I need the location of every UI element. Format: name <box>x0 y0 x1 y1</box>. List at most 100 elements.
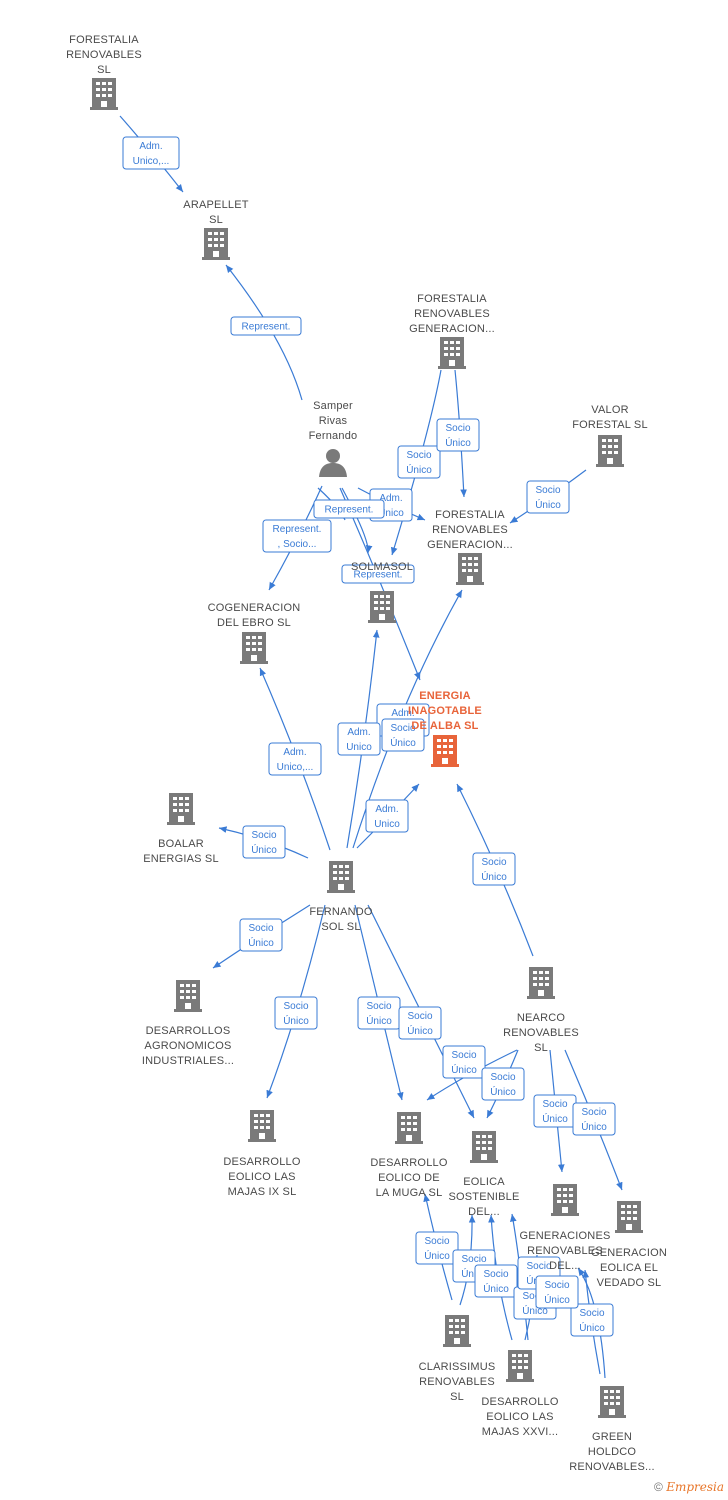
edge-line <box>341 487 373 554</box>
edge-label-text: Socio <box>526 1261 551 1272</box>
edge-label-text: Socio <box>490 1072 515 1083</box>
edge-label-box <box>381 718 425 752</box>
edge-label[interactable]: Adm. Unico,... <box>268 742 322 776</box>
edge-label-box <box>122 136 180 170</box>
node-label: SOLMASOL <box>351 561 413 573</box>
node-label: FORESTALIA <box>69 34 139 46</box>
edge-label[interactable]: Adm.Unico <box>365 799 409 833</box>
node-green[interactable]: GREENHOLDCORENOVABLES... <box>569 1386 655 1473</box>
edge-label-text: Adm. <box>347 727 370 738</box>
node-label: CLARISSIMUS <box>419 1361 496 1373</box>
building-icon <box>248 1110 276 1142</box>
edge-label-text: Adm. <box>379 493 402 504</box>
node-desarrollos-agro[interactable]: DESARROLLOSAGRONOMICOSINDUSTRIALES... <box>142 980 234 1067</box>
edge-label-text: Socio <box>248 923 273 934</box>
edge-label-text: Socio <box>544 1280 569 1291</box>
node-label: RENOVABLES... <box>569 1461 655 1473</box>
empresia-logo[interactable]: Empresia <box>666 1480 724 1494</box>
node-label: DEL... <box>549 1260 581 1272</box>
node-label: EOLICA <box>463 1176 505 1188</box>
node-label: GENERACION... <box>427 539 513 551</box>
edge-label-text: Socio <box>481 857 506 868</box>
edge-label-text: Unico <box>378 508 404 519</box>
edge-label-text: Adm. <box>139 141 162 152</box>
edge-label[interactable]: Represent., Socio... <box>262 519 332 553</box>
node-label: FORESTALIA <box>435 509 505 521</box>
edge-label-text: Socio <box>283 1001 308 1012</box>
edge-label[interactable]: Represent. <box>341 564 415 584</box>
node-generaciones[interactable]: GENERACIONESRENOVABLESDEL... <box>519 1184 610 1272</box>
node-label: VEDADO SL <box>597 1277 662 1289</box>
edge-label-box <box>239 918 283 952</box>
node-label: DESARROLLO <box>370 1157 447 1169</box>
edge-label-text: Único <box>451 1063 477 1076</box>
node-solmasol[interactable]: SOLMASOL <box>351 561 413 623</box>
edge-label-text: Socio <box>424 1236 449 1247</box>
edge-label-text: Unico,... <box>277 762 314 773</box>
node-label: DESARROLLOS <box>146 1025 231 1037</box>
edge-label-text: Represent. <box>242 322 291 333</box>
edge-label-text: Unico <box>374 819 400 830</box>
footer-credit: © Empresia <box>654 1480 724 1494</box>
node-forestalia-gen2[interactable]: FORESTALIARENOVABLESGENERACION... <box>427 509 513 585</box>
edge-label-text: Socio <box>522 1291 547 1302</box>
edge-label[interactable]: Represent. <box>313 499 385 519</box>
node-eolica-sost[interactable]: EOLICASOSTENIBLEDEL... <box>448 1131 519 1218</box>
edge-label[interactable]: Adm.Unico <box>337 722 381 756</box>
edge-label-box <box>313 499 385 519</box>
edge-label[interactable]: Adm. Unico,... <box>122 136 180 170</box>
edge-label-box <box>337 722 381 756</box>
node-label: SOSTENIBLE <box>448 1191 519 1203</box>
edge-label-text: Socio <box>406 450 431 461</box>
edge-label-text: Único <box>251 843 277 856</box>
node-forestalia-gen1[interactable]: FORESTALIARENOVABLESGENERACION... <box>409 293 495 369</box>
person-icon <box>319 449 347 477</box>
edge-label-text: Unico,... <box>133 156 170 167</box>
edge-label[interactable]: Represent. <box>230 316 302 336</box>
node-label: SOL SL <box>321 921 360 933</box>
building-icon <box>174 980 202 1012</box>
building-icon <box>596 435 624 467</box>
node-label: FORESTAL SL <box>572 419 648 431</box>
edge-label-text: Adm. <box>283 747 306 758</box>
node-label: GENERACION <box>591 1247 667 1259</box>
edge-label-text: Socio <box>390 723 415 734</box>
node-label: BOALAR <box>158 838 204 850</box>
building-icon <box>395 1112 423 1144</box>
node-label: EOLICO LAS <box>486 1411 553 1423</box>
building-icon <box>470 1131 498 1163</box>
